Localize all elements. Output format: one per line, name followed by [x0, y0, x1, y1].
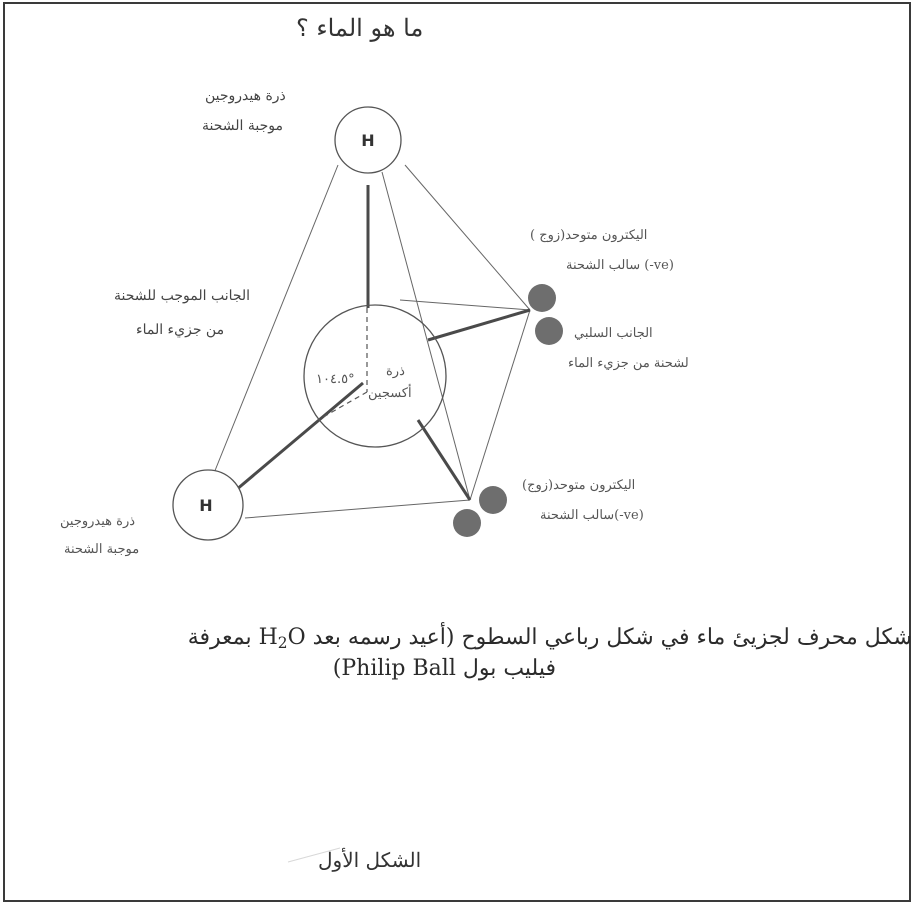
h-symbol-left: H	[199, 496, 212, 515]
page-title: ما هو الماء ؟	[296, 14, 423, 42]
edge-htop-hleft	[208, 165, 338, 488]
caption-text-before: شكل محرف لجزيئ ماء في شكل رباعي السطوح (…	[306, 625, 912, 650]
electron-1b	[535, 317, 563, 345]
edge-o-e1-thin	[400, 300, 530, 310]
bond-o-hleft	[236, 383, 363, 490]
edge-hleft-e2	[245, 500, 470, 518]
caption-text-after: بمعرفة	[188, 625, 259, 650]
chemical-formula: H2O	[259, 625, 306, 650]
edge-htop-e1	[405, 165, 530, 310]
h-left-label-line2: موجبة الشحنة	[64, 542, 139, 557]
positive-side-label-line2: من جزيء الماء	[136, 322, 224, 338]
electron-pair2-label-line2: (ve-)سالب الشحنة	[540, 508, 644, 523]
edge-htop-e2	[382, 172, 470, 500]
electron-pair1-label-line2: (ve-) سالب الشحنة	[566, 258, 674, 273]
electron-2a	[479, 486, 507, 514]
caption-line1: شكل محرف لجزيئ ماء في شكل رباعي السطوح (…	[8, 625, 912, 652]
edge-e1-e2	[470, 310, 530, 500]
electron-pair2-label-line1: اليكترون متوحد(زوج)	[522, 478, 635, 493]
h-top-label-line2: موجبة الشحنة	[202, 118, 283, 134]
oxygen-label-line1: ذرة	[386, 364, 405, 379]
positive-side-label-line1: الجانب الموجب للشحنة	[114, 288, 250, 304]
oxygen-label-line2: أكسجين	[368, 386, 412, 401]
negative-side-label-line1: الجانب السلبي	[574, 326, 653, 341]
formula-subscript: 2	[278, 634, 288, 652]
electron-pair1-label-line1: اليكترون متوحد(زوج )	[530, 228, 647, 243]
negative-side-label-line2: لشحنة من جزيء الماء	[568, 356, 689, 371]
formula-h: H	[259, 625, 278, 650]
h-symbol-top: H	[361, 131, 374, 150]
bonds	[236, 185, 530, 500]
h-left-label-line1: ذرة هيدروجين	[60, 514, 135, 529]
bond-angle-label: °١٠٤.٥	[316, 372, 355, 387]
electron-2b	[453, 509, 481, 537]
electron-1a	[528, 284, 556, 312]
angle-line-diagonal	[318, 392, 367, 420]
figure-label: الشكل الأول	[318, 848, 421, 872]
bond-o-e2	[418, 420, 470, 500]
caption-line2: فيليب بول Philip Ball)	[8, 656, 556, 681]
formula-o: O	[288, 625, 306, 650]
h-top-label-line1: ذرة هيدروجين	[205, 88, 286, 104]
bond-o-e1	[428, 310, 530, 340]
